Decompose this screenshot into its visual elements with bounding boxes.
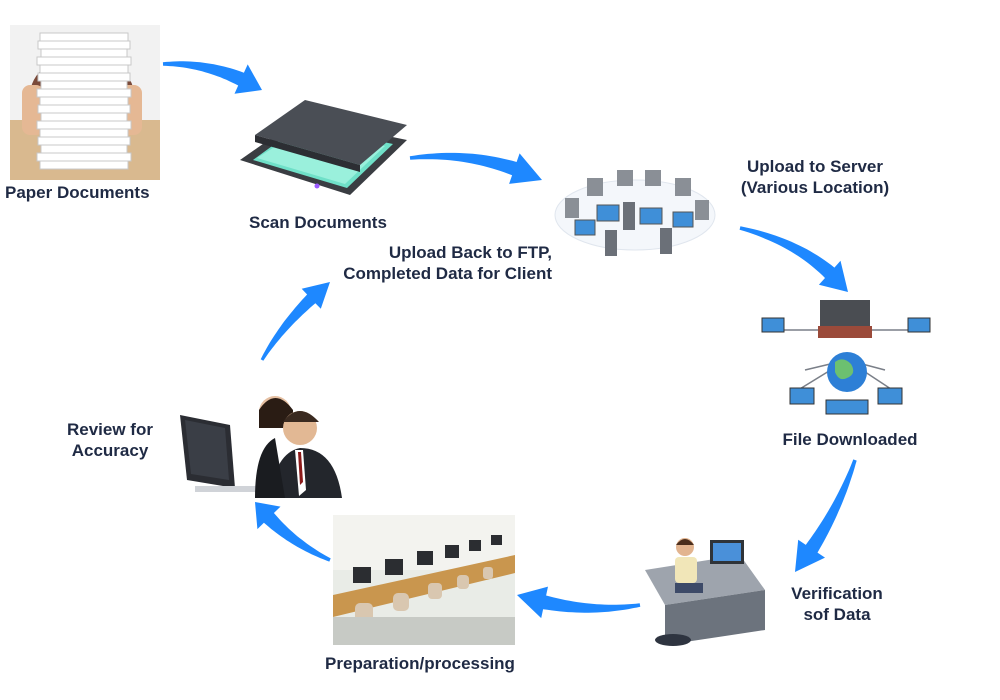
- paper-stack-icon: [10, 25, 160, 180]
- label-file-downloaded: File Downloaded: [782, 430, 918, 449]
- label-upload-back-to-ftp: Upload Back to FTP, Completed Data for C…: [343, 243, 552, 283]
- arrow-verify-to-prepare: [517, 586, 641, 619]
- reviewers-icon: [175, 390, 367, 498]
- arrow-review-to-upload: [260, 282, 330, 361]
- label-preparation-processing: Preparation/processing: [325, 654, 515, 673]
- arrow-download-to-verify: [795, 459, 857, 572]
- server-network-icon: [545, 160, 725, 270]
- arrow-paper-to-scan: [162, 61, 262, 94]
- arrow-scan-to-server: [409, 152, 542, 184]
- label-review-for-accuracy: Review for Accuracy: [67, 420, 153, 460]
- arrow-prepare-to-review: [255, 502, 331, 562]
- scanner-icon: [235, 100, 410, 200]
- network-globe-icon: [760, 300, 935, 420]
- computer-lab-icon: [333, 515, 515, 645]
- label-verification-of-data: Verification sof Data: [791, 584, 883, 624]
- office-worker-icon: [645, 535, 770, 660]
- label-upload-to-server: Upload to Server (Various Location): [740, 157, 890, 197]
- label-scan-documents: Scan Documents: [249, 213, 387, 232]
- arrow-server-to-download: [739, 226, 848, 292]
- label-paper-documents: Paper Documents: [5, 183, 150, 202]
